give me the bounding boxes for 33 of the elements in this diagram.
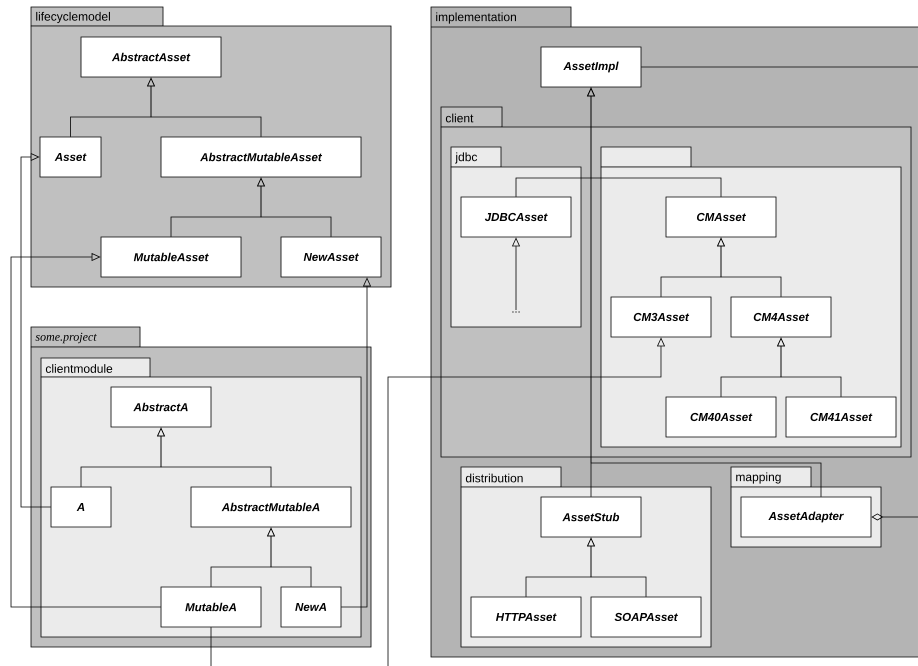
- node-label: some.project: [36, 332, 97, 344]
- class-box: CM40Asset: [666, 396, 776, 438]
- class-box: AbstractMutableA: [190, 486, 352, 528]
- class-box: Asset: [40, 136, 102, 178]
- class-box: CM41Asset: [786, 396, 896, 438]
- class-box: A: [50, 486, 112, 528]
- node-label: client: [446, 114, 474, 122]
- class-box: MutableA: [160, 586, 262, 628]
- ellipsis-text: ...: [512, 311, 520, 313]
- connector-line: [210, 627, 212, 666]
- class-box: MutableAsset: [100, 236, 242, 278]
- class-box: CM3Asset: [610, 296, 712, 338]
- generalization-arrow: [20, 152, 51, 508]
- node-label: clientmodule: [46, 364, 112, 373]
- class-box: AssetImpl: [540, 46, 642, 88]
- node-label: implementation: [436, 12, 516, 24]
- class-box: SOAPAsset: [590, 596, 702, 638]
- class-box: HTTPAsset: [470, 596, 582, 638]
- class-box: CM4Asset: [730, 296, 832, 338]
- node-label: distribution: [466, 474, 523, 482]
- class-box: CMAsset: [666, 196, 776, 238]
- class-box: JDBCAsset: [460, 196, 572, 238]
- class-box: NewA: [280, 586, 342, 628]
- class-box: NewAsset: [280, 236, 382, 278]
- class-box: AbstractA: [110, 386, 212, 428]
- node-label: mapping: [736, 472, 781, 484]
- class-box: AbstractMutableAsset: [160, 136, 362, 178]
- generalization-arrow: [10, 252, 162, 608]
- class-box: AbstractAsset: [80, 36, 222, 78]
- node-label: lifecyclemodel: [36, 12, 110, 24]
- class-box: AssetStub: [540, 496, 642, 538]
- connector-line: [641, 66, 918, 68]
- node-label: jdbc: [455, 152, 478, 164]
